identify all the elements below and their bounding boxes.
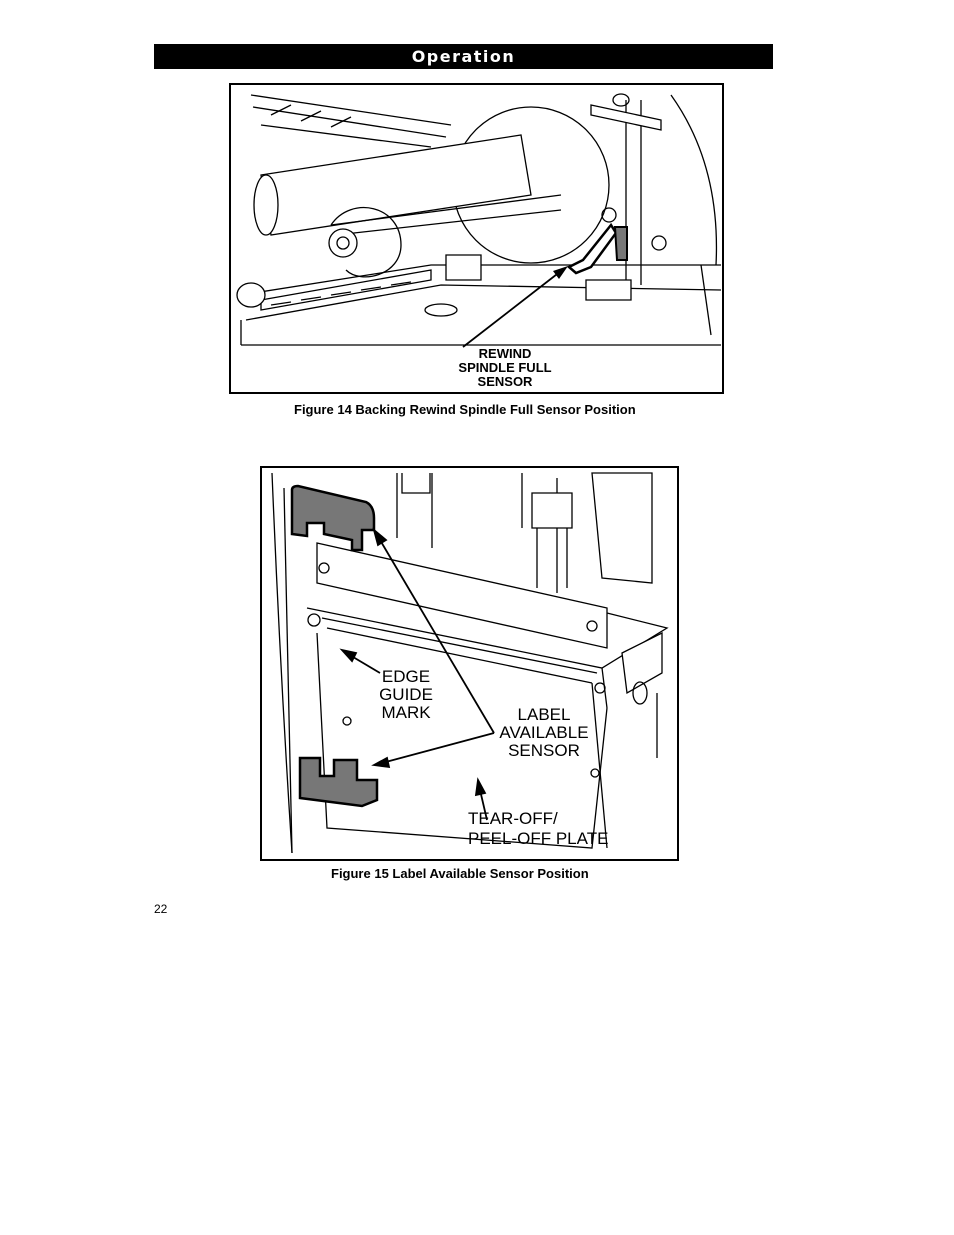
rewind-callout-line-1: REWIND (479, 346, 532, 361)
plate-callout-line-2: PEEL-OFF PLATE (468, 829, 608, 848)
edge-guide-line-1: EDGE (382, 667, 430, 686)
figure-14-caption: Figure 14 Backing Rewind Spindle Full Se… (294, 402, 636, 417)
label-sensor-line-3: SENSOR (508, 741, 580, 760)
rewind-sensor-shape (566, 222, 628, 275)
figure-15-drawing: EDGE GUIDE MARK LABEL AVAILABLE SENSOR T… (271, 472, 669, 854)
figure-14-drawing: REWIND SPINDLE FULL SENSOR (236, 93, 722, 389)
edge-guide-line-3: MARK (381, 703, 431, 722)
figure-15-caption: Figure 15 Label Available Sensor Positio… (331, 866, 589, 881)
page-number: 22 (154, 902, 168, 916)
label-sensor-bottom-shape (298, 756, 379, 808)
figure-14-illustration: REWIND SPINDLE FULL SENSOR (229, 83, 724, 394)
section-header: Operation (154, 44, 773, 69)
section-title: Operation (411, 47, 516, 66)
label-sensor-line-2: AVAILABLE (499, 723, 588, 742)
label-sensor-top-shape (290, 484, 376, 552)
label-sensor-line-1: LABEL (518, 705, 571, 724)
plate-callout-line-1: TEAR-OFF/ (468, 809, 558, 828)
rewind-callout-line-3: SENSOR (478, 374, 534, 389)
rewind-callout-line-2: SPINDLE FULL (458, 360, 551, 375)
figure-15-illustration: EDGE GUIDE MARK LABEL AVAILABLE SENSOR T… (260, 466, 679, 861)
edge-guide-line-2: GUIDE (379, 685, 433, 704)
